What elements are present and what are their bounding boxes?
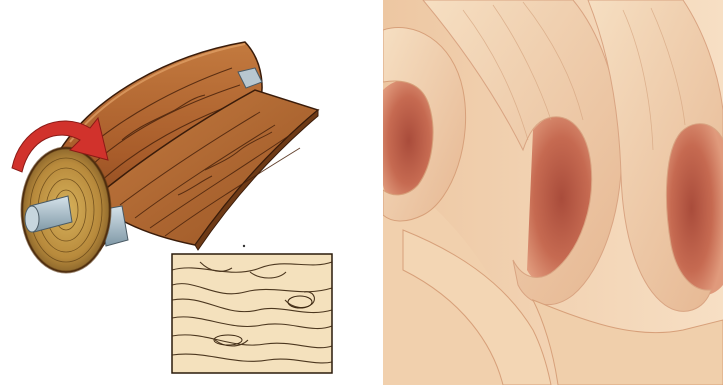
- rotary-peeling-illustration: [0, 0, 370, 385]
- rotary-peeling-drawing: [0, 0, 370, 385]
- veneer-sheets-drawing: [383, 0, 723, 385]
- speck: [243, 245, 245, 247]
- veneer-sheets-photo: [383, 0, 723, 385]
- wood-grain-detail: [172, 254, 332, 373]
